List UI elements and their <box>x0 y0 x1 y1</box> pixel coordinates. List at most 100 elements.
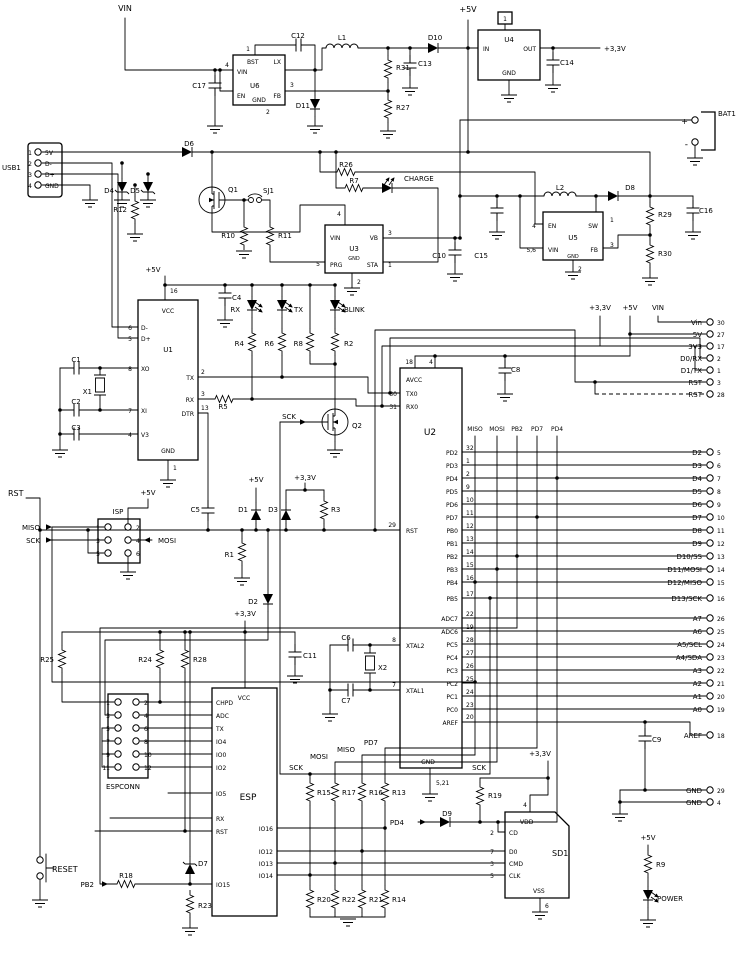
junction-dot <box>458 194 462 198</box>
label-hn-d9: 12 <box>717 541 725 548</box>
label-u2-pd7: PD7 <box>446 515 458 522</box>
label-u2-n1: 1 <box>466 458 470 465</box>
junction-dot <box>535 515 539 519</box>
label-d6: D6 <box>184 140 194 148</box>
wire <box>254 44 289 56</box>
label-esp-rst: RST <box>216 829 228 836</box>
label-d4: D4 <box>104 187 114 195</box>
label-u2-n2: 2 <box>466 471 470 478</box>
connector-pin-circle <box>124 549 132 557</box>
label-sd-cd: CD <box>509 830 518 837</box>
label-sd-p3: 3 <box>490 861 494 868</box>
label-esp-name: ESP <box>240 793 257 803</box>
label-u3-vb: VB <box>370 235 378 242</box>
label-p33-u4: +3,3V <box>604 45 626 53</box>
reset-button-lever <box>45 853 55 883</box>
connector-pin-circle <box>132 698 140 706</box>
connector-pin-circle <box>132 750 140 758</box>
connector-pin-circle <box>114 711 122 719</box>
junction-dot <box>158 700 162 704</box>
label-u2-n24: 24 <box>466 689 474 696</box>
label-h-d13: D13/SCK <box>671 595 702 603</box>
label-r24: R24 <box>138 656 152 664</box>
wire <box>308 44 316 71</box>
label-u2-rx0: RX0 <box>406 404 418 411</box>
label-l1: L1 <box>338 34 346 42</box>
junction-dot <box>368 643 372 647</box>
junction-dot <box>360 849 364 853</box>
label-usb-l3: D+ <box>45 172 55 179</box>
connector-pin-circle <box>114 750 122 758</box>
label-pd4-flag: PD4 <box>390 819 405 827</box>
label-col-mosi: MOSI <box>489 426 505 433</box>
wire <box>335 151 341 189</box>
junction-dot <box>618 800 622 804</box>
label-usb1: USB1 <box>2 164 21 172</box>
label-u2-tx0: TX0 <box>405 391 418 398</box>
label-h-3v3: 3V3 <box>688 343 702 351</box>
label-u2-p18: 18 <box>405 359 413 366</box>
junction-dot <box>546 776 550 780</box>
connector-pin-circle <box>706 461 714 469</box>
wire <box>269 249 326 263</box>
connector-pin-circle <box>706 448 714 456</box>
wire <box>359 171 544 225</box>
label-d9: D9 <box>442 810 452 818</box>
label-u2-n10: 10 <box>466 497 474 504</box>
junction-dot <box>593 380 597 384</box>
label-c1: C1 <box>71 356 80 364</box>
junction-dot <box>223 283 227 287</box>
label-c17: C17 <box>192 82 206 90</box>
label-u1-dtr: DTR <box>182 411 194 418</box>
junction-dot <box>322 528 326 532</box>
junction-dot <box>250 397 254 401</box>
junction-dot <box>495 567 499 571</box>
connector-pin-circle <box>706 474 714 482</box>
label-u2-xtal2: XTAL2 <box>406 643 425 650</box>
junction-dot <box>120 161 124 165</box>
connector-pin-circle <box>114 724 122 732</box>
label-p5v-u1: +5V <box>145 266 160 274</box>
label-ec-n4: 4 <box>144 713 148 720</box>
junction-dot <box>213 68 217 72</box>
label-h-5v: 5V <box>693 331 702 339</box>
label-u3-p1: 1 <box>388 262 392 269</box>
junction-dot <box>280 375 284 379</box>
label-r9: R9 <box>656 861 665 869</box>
label-u2-n12: 12 <box>466 523 474 530</box>
connector-pin-circle <box>114 698 122 706</box>
label-hn-gnd2: 4 <box>717 800 721 807</box>
label-hn-d7: 10 <box>717 515 725 522</box>
label-u2-p7: 7 <box>392 682 396 689</box>
label-isp-n5: 5 <box>96 551 100 558</box>
label-r19: R19 <box>488 792 502 800</box>
label-h-d8: D8 <box>692 527 702 535</box>
label-u2-n16: 16 <box>466 575 474 582</box>
label-r17: R17 <box>342 789 356 797</box>
label-u2-n11: 11 <box>466 510 474 517</box>
label-u2-n27: 27 <box>466 650 474 657</box>
wire <box>389 337 707 394</box>
label-sd-p5: 5 <box>490 873 494 880</box>
label-u2-pd5: PD5 <box>446 489 458 496</box>
label-u2-p31: 31 <box>389 404 397 411</box>
label-esp-rx: RX <box>216 816 224 823</box>
label-sck-mid: SCK <box>472 764 486 772</box>
junction-dot <box>386 89 390 93</box>
junction-dot <box>333 283 337 287</box>
label-sd-p6: 6 <box>545 903 549 910</box>
label-usb-n2: 2 <box>28 161 32 168</box>
label-u2-pc5: PC5 <box>446 642 458 649</box>
junction-dot <box>386 46 390 50</box>
label-u6-p1: 1 <box>246 46 250 53</box>
wire <box>319 151 333 173</box>
junction-dot <box>98 408 102 412</box>
junction-dot <box>628 332 632 336</box>
label-x1: X1 <box>83 388 92 396</box>
label-h-d4: D4 <box>692 475 702 483</box>
label-r22: R22 <box>342 896 356 904</box>
label-c15: C15 <box>474 252 488 260</box>
label-u1-rx: RX <box>186 397 194 404</box>
junction-dot <box>188 630 192 634</box>
